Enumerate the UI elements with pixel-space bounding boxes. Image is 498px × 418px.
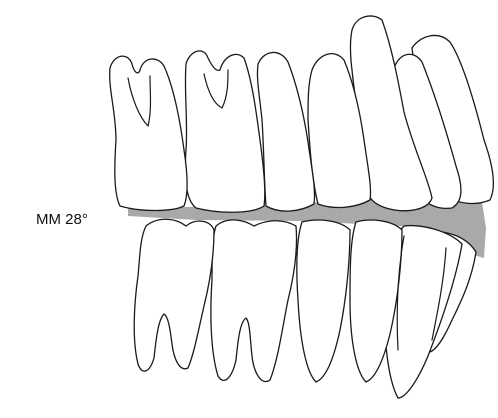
lower-teeth	[134, 219, 476, 398]
upper-teeth	[110, 16, 494, 212]
upper-premolar-1	[257, 52, 314, 211]
upper-molar-2	[110, 56, 187, 210]
lower-premolar-1	[297, 220, 350, 382]
upper-molar-1	[185, 51, 264, 212]
lower-molar-2	[134, 219, 214, 371]
lower-molar-1	[211, 220, 297, 382]
